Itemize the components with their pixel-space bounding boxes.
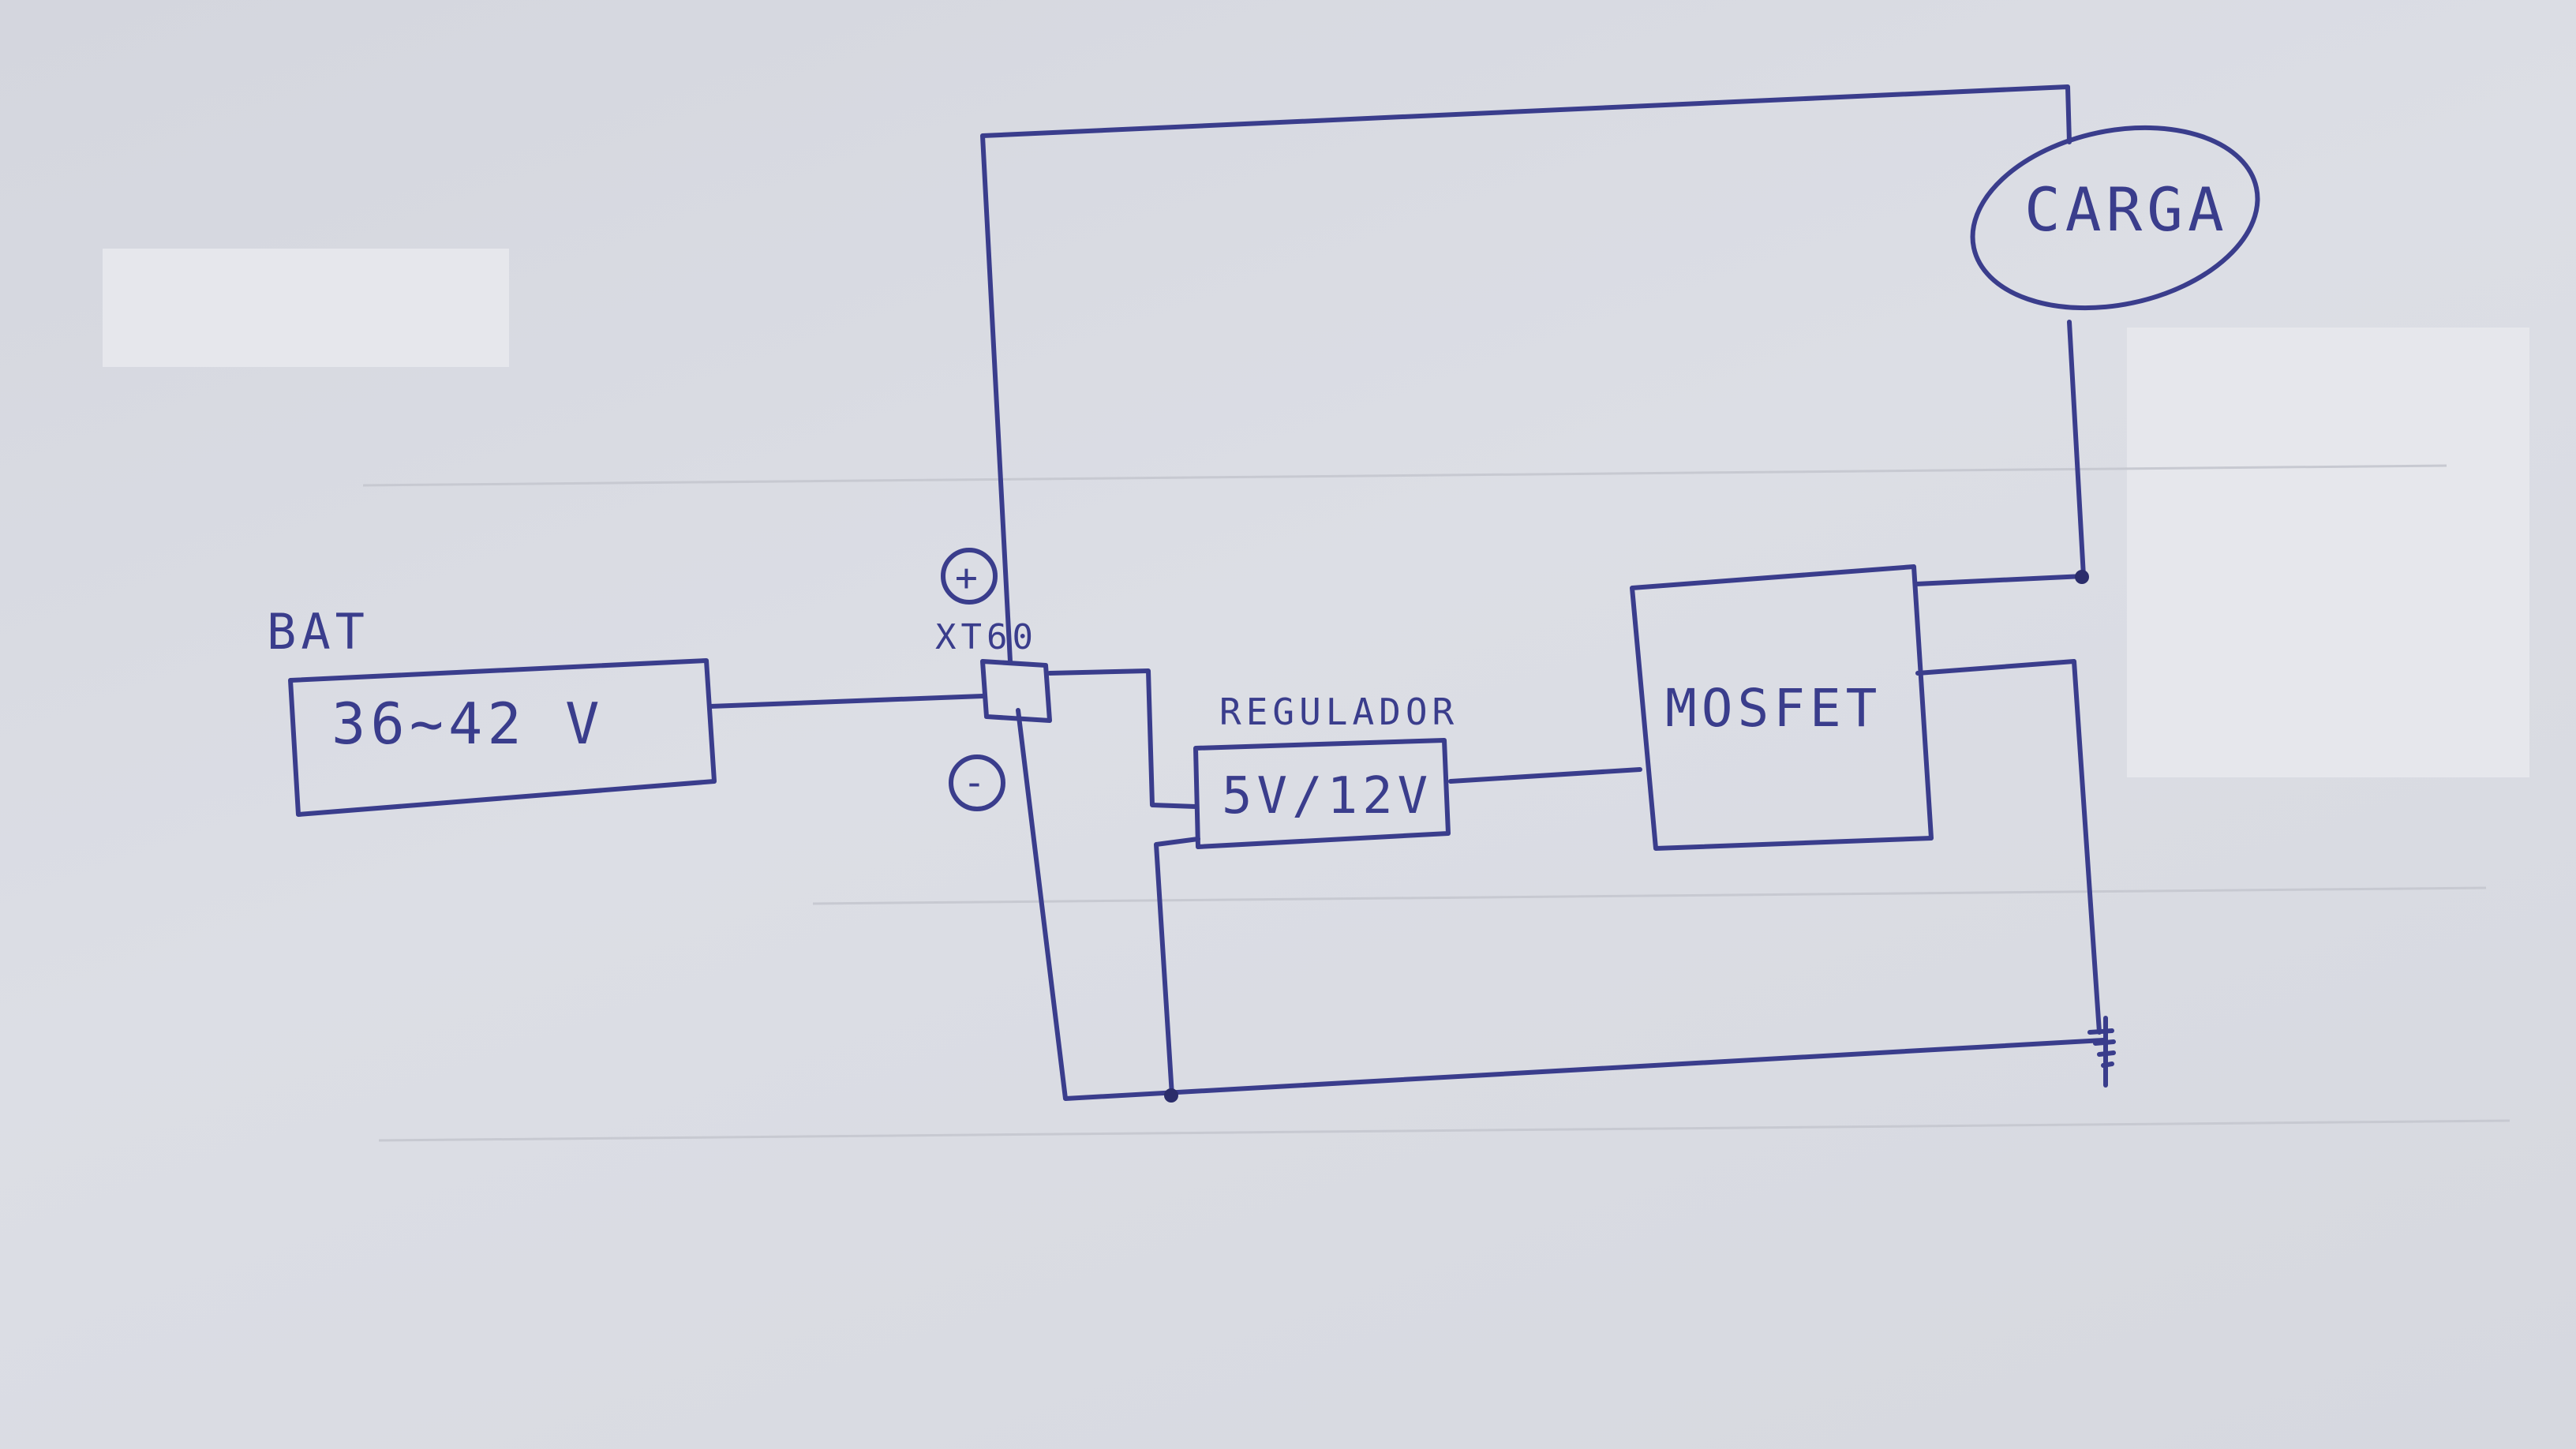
ruled-line xyxy=(362,464,2447,487)
plus-terminal-label: + xyxy=(955,556,983,600)
wire-regulator-mosfet xyxy=(1448,767,1642,784)
battery-box xyxy=(288,658,717,817)
battery: BAT 36~42 V xyxy=(267,603,717,817)
wire-battery-connector xyxy=(708,694,985,709)
wire-mosfet-ground xyxy=(1915,659,2102,1035)
mosfet-box xyxy=(1630,564,1934,851)
ruled-line xyxy=(378,1119,2510,1142)
battery-voltage: 36~42 V xyxy=(331,691,604,757)
wire-regulator-ground xyxy=(1154,837,1200,1098)
battery-label: BAT xyxy=(267,603,369,661)
mosfet-label: MOSFET xyxy=(1665,678,1881,739)
regulator-label: REGULADOR xyxy=(1219,691,1458,733)
plus-terminal-circle xyxy=(941,548,998,605)
regulator-box xyxy=(1193,738,1451,849)
wire-connector-regulator xyxy=(1047,668,1198,809)
paper-texture xyxy=(103,249,2529,1142)
paper-patch-right xyxy=(2127,328,2529,777)
junction-dot xyxy=(1164,1088,1178,1103)
load-outline xyxy=(1970,125,2260,311)
regulator: REGULADOR 5V/12V xyxy=(1193,691,1458,849)
regulator-value: 5V/12V xyxy=(1222,767,1432,826)
ground-icon xyxy=(2087,1016,2116,1088)
wire-load-mosfet xyxy=(1914,320,2086,586)
wire-ground-return xyxy=(1016,708,2106,1101)
load: CARGA xyxy=(1970,125,2260,311)
xt60-connector: XT60 + - xyxy=(935,548,1052,811)
minus-terminal-circle xyxy=(949,754,1005,811)
paper-patch-left xyxy=(103,249,509,367)
minus-terminal-label: - xyxy=(963,761,990,805)
connector-label: XT60 xyxy=(935,617,1038,657)
mosfet: MOSFET xyxy=(1630,564,1934,851)
wire-positive-to-load xyxy=(980,84,2072,664)
connector-box xyxy=(980,659,1052,723)
load-label: CARGA xyxy=(2024,174,2229,245)
junction-dot xyxy=(2075,570,2089,584)
ruled-line xyxy=(812,886,2487,905)
